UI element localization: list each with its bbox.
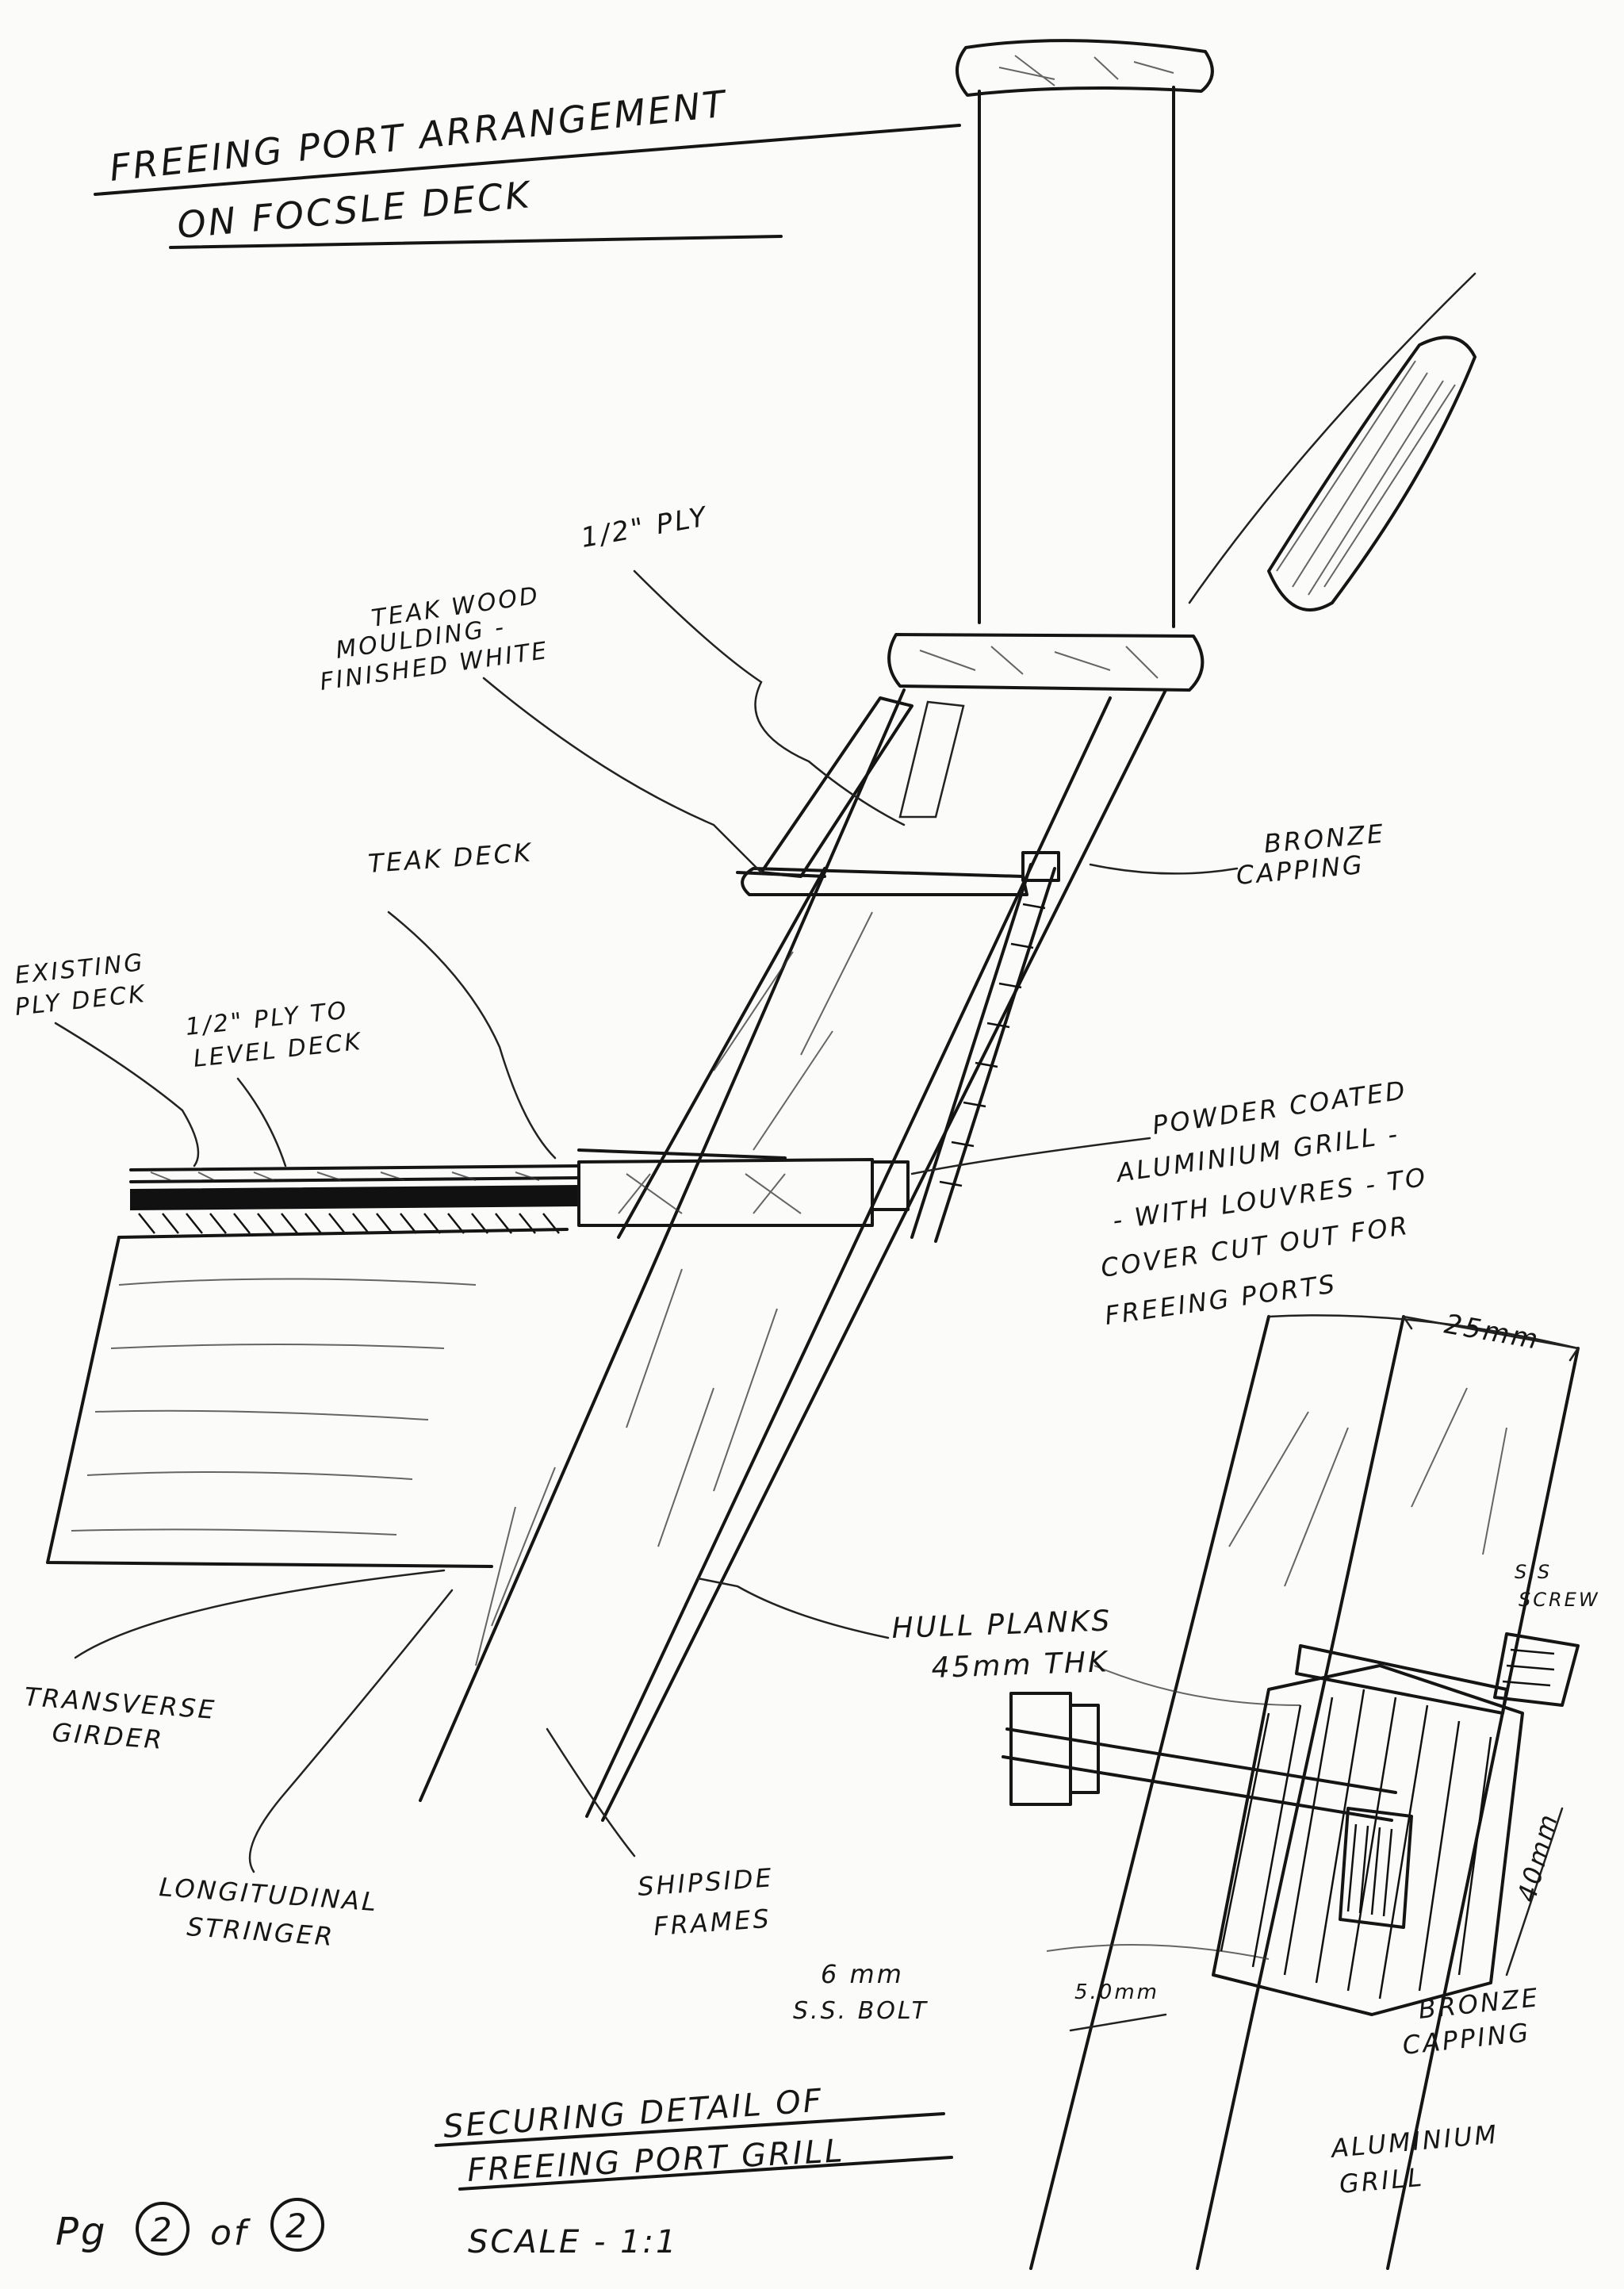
detail-title-line-1: SECURING DETAIL OF xyxy=(442,2083,825,2145)
title-line-1: FREEING PORT ARRANGEMENT xyxy=(108,82,730,190)
label-hull-planks-1: HULL PLANKS xyxy=(891,1605,1113,1645)
page-marker: Pg 2 of 2 xyxy=(56,2198,324,2256)
detail-title-scale: SCALE - 1:1 xyxy=(468,2224,678,2260)
bronze-capping-section xyxy=(1212,1664,1524,2016)
securing-detail xyxy=(1002,1314,1580,2270)
capping-rail xyxy=(887,633,1205,692)
bronze-capping-block-top xyxy=(1021,851,1060,882)
leader-lines xyxy=(54,569,1239,1873)
ss-screw xyxy=(1295,1644,1508,1715)
label-transverse-2: GIRDER xyxy=(51,1717,165,1755)
label-shipside-2: FRAMES xyxy=(653,1904,772,1942)
label-bronze-capping-top-2: CAPPING xyxy=(1235,849,1365,891)
label-dim-25mm: 25mm xyxy=(1442,1308,1542,1355)
label-alu-grill-2: GRILL xyxy=(1338,2162,1425,2199)
drawing-title: FREEING PORT ARRANGEMENT ON FOCSLE DECK xyxy=(94,82,961,249)
moulding-sketch xyxy=(1188,272,1477,612)
label-shipside-1: SHIPSIDE xyxy=(637,1862,775,1902)
title-underline-2 xyxy=(169,235,783,249)
detail-title-underline-1 xyxy=(435,2112,945,2147)
page-marker-total: 2 xyxy=(285,2207,309,2245)
label-bolt-2: S.S. BOLT xyxy=(793,1997,929,2025)
bolt-head xyxy=(1339,1807,1413,1929)
label-alu-grill-1: ALUMINIUM xyxy=(1328,2119,1500,2164)
hull-side xyxy=(419,688,1167,1822)
deck-beam xyxy=(577,1158,874,1227)
label-hull-planks-2: 45mm THK xyxy=(931,1646,1109,1685)
teak-moulding xyxy=(741,867,1028,896)
label-bolt-1: 6 mm xyxy=(821,1959,904,1989)
label-teak-deck: TEAK DECK xyxy=(367,838,534,879)
top-cap xyxy=(956,39,1214,97)
label-ss-screw-1: S.S xyxy=(1515,1561,1552,1583)
detail-title-underline-2 xyxy=(458,2156,953,2191)
detail-title-block: SECURING DETAIL OF FREEING PORT GRILL SC… xyxy=(435,2083,953,2260)
deck-assembly xyxy=(46,1158,874,1568)
label-ss-screw-2: SCREW xyxy=(1519,1589,1600,1611)
upper-post xyxy=(956,39,1214,628)
page-total-circle xyxy=(270,2198,324,2252)
page-marker-page: 2 xyxy=(151,2210,174,2249)
page-number-circle xyxy=(136,2202,190,2256)
label-longitudinal-1: LONGITUDINAL xyxy=(158,1872,379,1917)
label-half-ply: 1/2" PLY xyxy=(579,500,711,554)
label-longitudinal-2: STRINGER xyxy=(186,1911,335,1952)
bolt-nut xyxy=(1009,1692,1072,1806)
title-underline-1 xyxy=(94,124,961,196)
label-dim-40mm: 40mm xyxy=(1511,1809,1564,1905)
page-marker-of: of xyxy=(210,2213,251,2253)
label-dim-5mm: 5.0mm xyxy=(1074,1980,1159,2004)
page-marker-prefix: Pg xyxy=(56,2210,107,2254)
bolt-washer xyxy=(1069,1704,1100,1794)
